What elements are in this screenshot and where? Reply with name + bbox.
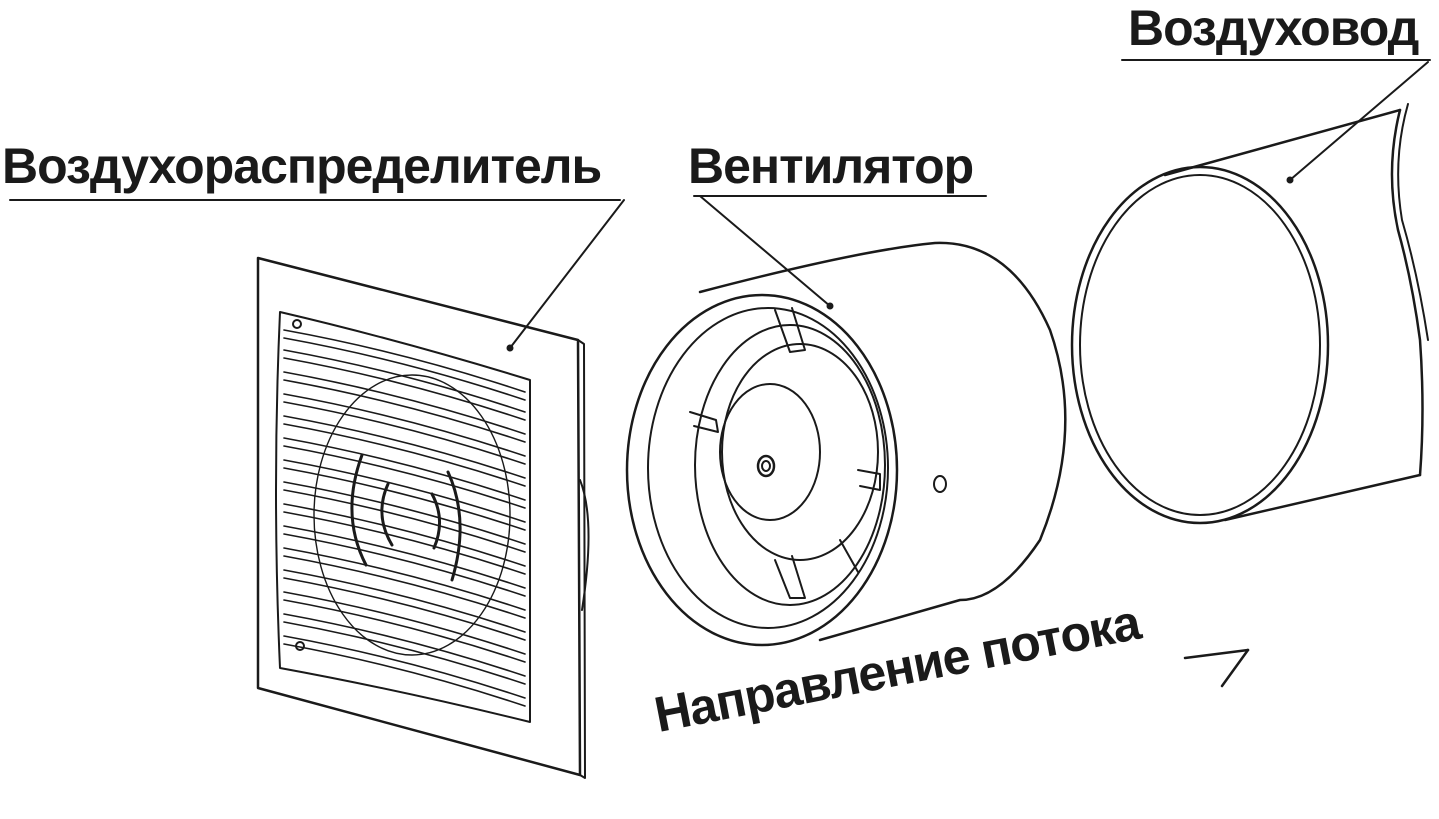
screw-hole	[292, 319, 302, 329]
flow-direction-arrow	[1183, 648, 1250, 688]
fan-leader-dot	[826, 302, 834, 310]
distributor-leader-dot	[506, 344, 514, 352]
grille-louvers	[283, 329, 526, 707]
air-distributor-label: Воздухораспределитель	[2, 138, 602, 194]
duct-leader	[1289, 61, 1429, 181]
fan-leader	[699, 195, 831, 307]
air-distributor-grille	[9, 199, 625, 779]
fan-label: Вентилятор	[688, 138, 974, 194]
distributor-leader	[509, 199, 625, 349]
grille-ribs	[313, 374, 511, 656]
air-duct-label: Воздуховод	[1128, 0, 1419, 56]
fan-body	[625, 195, 1067, 647]
duct-leader-dot	[1286, 176, 1294, 184]
air-duct	[1070, 59, 1431, 525]
